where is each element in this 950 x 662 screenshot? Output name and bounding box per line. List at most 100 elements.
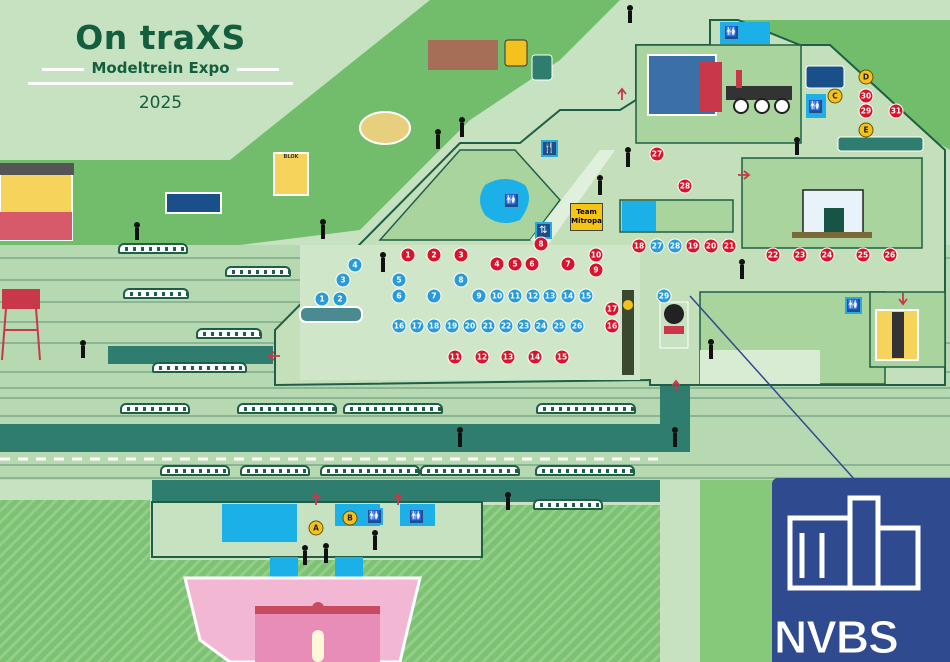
train-icon: [120, 403, 190, 414]
red-exhibit-marker-30[interactable]: 30: [858, 88, 874, 104]
team-mitropa-sign[interactable]: Team Mitropa: [570, 203, 603, 231]
blue-exhibit-marker-4[interactable]: 4: [347, 257, 363, 273]
blue-exhibit-marker-20[interactable]: 20: [462, 318, 478, 334]
red-exhibit-marker-28[interactable]: 28: [677, 178, 693, 194]
red-exhibit-marker-29[interactable]: 29: [858, 103, 874, 119]
red-exhibit-marker-25[interactable]: 25: [855, 247, 871, 263]
red-exhibit-marker-3[interactable]: 3: [453, 247, 469, 263]
toilet-icon[interactable]: 🚻: [503, 192, 520, 209]
people: [80, 5, 800, 565]
blue-exhibit-marker-15[interactable]: 15: [578, 288, 594, 304]
blue-exhibit-marker-17[interactable]: 17: [409, 318, 425, 334]
blue-exhibit-marker-27[interactable]: 27: [649, 238, 665, 254]
blue-exhibit-marker-7[interactable]: 7: [426, 288, 442, 304]
boxcar: [165, 192, 222, 214]
train-icon: [196, 328, 262, 339]
title-divider: [28, 82, 293, 85]
blok-label: BLOK: [283, 154, 299, 160]
blue-exhibit-marker-22[interactable]: 22: [498, 318, 514, 334]
facility-marker-A[interactable]: A: [308, 520, 324, 536]
blue-exhibit-marker-25[interactable]: 25: [551, 318, 567, 334]
platform: [152, 480, 660, 502]
exhibit-cabinet: [875, 309, 919, 361]
blue-exhibit-marker-21[interactable]: 21: [480, 318, 496, 334]
toilet-icon[interactable]: 🚻: [366, 508, 383, 525]
red-exhibit-marker-15[interactable]: 15: [554, 349, 570, 365]
red-exhibit-marker-13[interactable]: 13: [500, 349, 516, 365]
blue-exhibit-marker-12[interactable]: 12: [525, 288, 541, 304]
blue-exhibit-marker-2[interactable]: 2: [332, 291, 348, 307]
blue-exhibit-marker-8[interactable]: 8: [453, 272, 469, 288]
blue-exhibit-marker-28[interactable]: 28: [667, 238, 683, 254]
red-exhibit-marker-23[interactable]: 23: [792, 247, 808, 263]
red-exhibit-marker-7[interactable]: 7: [560, 256, 576, 272]
toilet-icon[interactable]: 🚻: [408, 508, 425, 525]
train-icon: [535, 465, 635, 476]
steam-engine-front: [659, 301, 689, 349]
red-exhibit-marker-31[interactable]: 31: [888, 103, 904, 119]
facility-marker-E[interactable]: E: [858, 122, 874, 138]
blue-exhibit-marker-18[interactable]: 18: [426, 318, 442, 334]
electric-locomotive: [299, 306, 363, 323]
blue-exhibit-marker-16[interactable]: 16: [391, 318, 407, 334]
red-exhibit-marker-9[interactable]: 9: [588, 262, 604, 278]
blue-exhibit-marker-26[interactable]: 26: [569, 318, 585, 334]
red-exhibit-marker-18[interactable]: 18: [631, 238, 647, 254]
toilet-icon[interactable]: 🚻: [807, 98, 824, 115]
red-exhibit-marker-27[interactable]: 27: [649, 146, 665, 162]
facility-marker-B[interactable]: B: [342, 510, 358, 526]
tram-yellow: [504, 39, 528, 67]
blue-exhibit-marker-29[interactable]: 29: [656, 288, 672, 304]
red-exhibit-marker-8[interactable]: 8: [533, 236, 549, 252]
blue-exhibit-marker-6[interactable]: 6: [391, 288, 407, 304]
blue-exhibit-marker-14[interactable]: 14: [560, 288, 576, 304]
tunnel-exhibit: [792, 189, 872, 238]
blue-exhibit-marker-23[interactable]: 23: [516, 318, 532, 334]
red-exhibit-marker-4[interactable]: 4: [489, 256, 505, 272]
blue-exhibit-marker-5[interactable]: 5: [391, 272, 407, 288]
red-exhibit-marker-20[interactable]: 20: [703, 238, 719, 254]
red-exhibit-marker-11[interactable]: 11: [447, 349, 463, 365]
red-exhibit-marker-26[interactable]: 26: [882, 247, 898, 263]
departure-board: [805, 65, 845, 89]
train-icon: [152, 362, 247, 373]
facility-marker-D[interactable]: D: [858, 69, 874, 85]
blue-exhibit-marker-3[interactable]: 3: [335, 272, 351, 288]
event-title-block: On traXS Modeltrein Expo 2025: [28, 18, 293, 113]
red-exhibit-marker-5[interactable]: 5: [507, 256, 523, 272]
blue-exhibit-marker-24[interactable]: 24: [533, 318, 549, 334]
restaurant-icon[interactable]: 🍴: [541, 140, 558, 157]
toilet-icon[interactable]: 🚻: [723, 24, 740, 41]
red-exhibit-marker-10[interactable]: 10: [588, 247, 604, 263]
red-exhibit-marker-2[interactable]: 2: [426, 247, 442, 263]
nvbs-logo: NVBS: [772, 478, 950, 662]
train-icon: [123, 288, 189, 299]
platform: [0, 424, 690, 452]
red-exhibit-marker-1[interactable]: 1: [400, 247, 416, 263]
red-exhibit-marker-22[interactable]: 22: [765, 247, 781, 263]
red-exhibit-marker-17[interactable]: 17: [604, 301, 620, 317]
train-icon: [343, 403, 443, 414]
event-year: 2025: [138, 93, 183, 113]
red-exhibit-marker-6[interactable]: 6: [524, 256, 540, 272]
blue-exhibit-marker-10[interactable]: 10: [489, 288, 505, 304]
blue-exhibit-marker-19[interactable]: 19: [444, 318, 460, 334]
blue-exhibit-marker-13[interactable]: 13: [542, 288, 558, 304]
red-exhibit-marker-24[interactable]: 24: [819, 247, 835, 263]
blok-signal-house: BLOK: [273, 152, 309, 196]
red-exhibit-marker-16[interactable]: 16: [604, 318, 620, 334]
train-icon: [240, 465, 310, 476]
red-exhibit-marker-12[interactable]: 12: [474, 349, 490, 365]
blue-exhibit-marker-11[interactable]: 11: [507, 288, 523, 304]
signal-mast: [622, 290, 634, 375]
event-subtitle: Modeltrein Expo: [28, 59, 293, 77]
red-exhibit-marker-19[interactable]: 19: [685, 238, 701, 254]
blue-exhibit-marker-1[interactable]: 1: [314, 291, 330, 307]
blue-exhibit-marker-9[interactable]: 9: [471, 288, 487, 304]
facility-marker-C[interactable]: C: [827, 88, 843, 104]
toilet-icon[interactable]: 🚻: [845, 297, 862, 314]
locomotive-logo-icon: [787, 495, 921, 591]
red-exhibit-marker-14[interactable]: 14: [527, 349, 543, 365]
red-exhibit-marker-21[interactable]: 21: [721, 238, 737, 254]
exhibit-staircase: [428, 40, 498, 70]
